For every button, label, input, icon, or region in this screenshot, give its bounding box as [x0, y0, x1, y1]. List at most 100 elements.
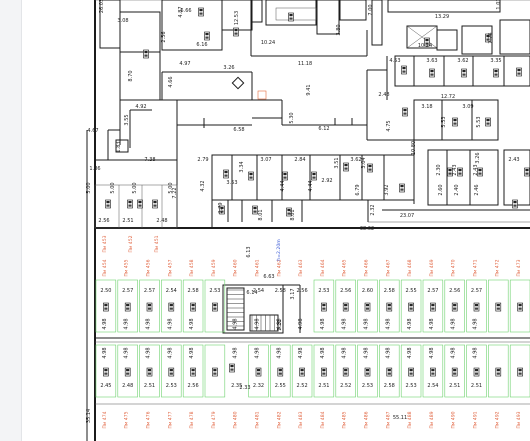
dimension-label: 2.56: [449, 288, 460, 294]
stair-flight: [226, 287, 245, 331]
symbol-fixture: [248, 171, 254, 181]
dimension-label: 2.22: [277, 319, 283, 330]
dimension-label: 2.76: [488, 32, 494, 43]
dimension-label: 4.98: [451, 318, 457, 329]
parking-stall: [182, 279, 204, 333]
symbol-fixture: [430, 367, 436, 377]
parking-number-label: Пм 486: [364, 411, 370, 428]
room-block: [251, 0, 263, 23]
symbol-fixture: [364, 302, 371, 312]
parking-number-label: Пм 463: [298, 259, 304, 276]
dimension-label: 2.32: [370, 204, 376, 215]
symbol-fixture: [516, 67, 522, 77]
parking-stall: [444, 344, 465, 398]
parking-stall: [117, 279, 138, 333]
parking-stall: [466, 344, 487, 398]
dimension-label: 2.60: [438, 184, 444, 195]
parking-number-label: Пм 469: [429, 259, 435, 276]
dimension-label: 55.11: [393, 415, 407, 421]
dimension-label: 3.80: [336, 24, 342, 35]
dimension-label: 4.98: [407, 347, 413, 358]
dimension-label: 4.44: [280, 180, 286, 191]
dimension-label: 4.98: [385, 318, 391, 329]
dimension-label: 2.58: [384, 288, 395, 294]
parking-number-label: Пм 451: [154, 235, 160, 252]
dimension-label: 2.48: [156, 218, 167, 224]
dimension-label: 35.14: [86, 409, 92, 423]
parking-stall: [313, 344, 335, 398]
room-block: [161, 0, 223, 51]
symbol-fixture: [137, 199, 143, 209]
dimension-label: 4.98: [364, 318, 370, 329]
dimension-label: 1.01: [496, 0, 502, 10]
symbol-fixture: [212, 302, 218, 312]
symbol-fixture: [286, 207, 292, 217]
room-row: [394, 55, 530, 87]
dimension-label: 2.45: [100, 383, 111, 389]
dimension-label: 4.98: [233, 318, 239, 329]
parking-stall: [488, 344, 509, 398]
parking-stall: [313, 279, 335, 333]
parking-stall: [161, 279, 182, 333]
dimension-label: 6.12: [318, 126, 329, 132]
dimension-label: 3.09: [462, 104, 473, 110]
room-block: [436, 29, 458, 51]
symbol-fixture: [485, 117, 491, 127]
parking-number-label: Пм 474: [102, 411, 108, 428]
dimension-label: 4.98: [255, 318, 261, 329]
parking-stall: [95, 344, 117, 398]
room-row: [427, 149, 499, 206]
dimension-label: 13.29: [435, 14, 449, 20]
symbol-fixture: [457, 167, 463, 177]
parking-stall: [466, 279, 487, 333]
dimension-label: 4.53: [389, 58, 400, 64]
dimension-label: 2.35: [231, 383, 242, 389]
symbol-fixture: [143, 49, 149, 59]
stair-core: [222, 284, 284, 334]
dimension-label: 4.98: [146, 347, 152, 358]
symbol-fixture: [447, 167, 453, 177]
dimension-label: 4.98: [298, 347, 304, 358]
dimension-label: 7.00: [368, 4, 374, 15]
dimension-label: 5.30: [289, 112, 295, 123]
dimension-label: 2.92: [321, 178, 332, 184]
parking-number-label: Пм 483: [298, 411, 304, 428]
dimension-label: 2.51: [449, 383, 460, 389]
symbol-fixture: [282, 171, 288, 181]
parking-stall: [182, 344, 204, 398]
symbol-fixture: [124, 302, 131, 312]
dimension-label: 2.48: [378, 92, 389, 98]
symbol-fixture: [429, 68, 435, 78]
dimension-label: 4.66: [168, 76, 174, 87]
parking-number-label: Пм 465: [342, 259, 348, 276]
parking-stall: [95, 279, 117, 333]
parking-number-label: Пм 487: [385, 411, 391, 428]
parking-stall: [335, 344, 356, 398]
parking-stall: [444, 279, 465, 333]
symbol-fixture: [255, 367, 262, 377]
dimension-label: 2.43: [473, 164, 479, 175]
symbol-fixture: [152, 199, 158, 209]
stair-landing: [249, 314, 279, 332]
dimension-label: 2.55: [406, 288, 417, 294]
parking-number-label: Пм 477: [167, 411, 173, 428]
room-row: [413, 99, 499, 141]
dimension-label: 2.43: [452, 164, 458, 175]
dimension-label: 3.92: [384, 184, 390, 195]
dimension-label: 2.57: [122, 288, 133, 294]
parking-number-label: Пм 453: [102, 235, 108, 252]
dimension-label: 6.66: [180, 8, 191, 14]
dimension-label: 5.00: [86, 182, 92, 193]
room-block: [371, 0, 383, 46]
parking-stall: [400, 279, 422, 333]
symbol-fixture: [223, 169, 229, 179]
dimension-label: 12.53: [234, 11, 240, 25]
room-block: [387, 0, 501, 13]
dimension-label: 6.13: [246, 246, 252, 257]
dimension-label: 4.98: [102, 318, 108, 329]
dimension-label: 2.58: [384, 383, 395, 389]
parking-number-label: Пм 476: [146, 411, 152, 428]
